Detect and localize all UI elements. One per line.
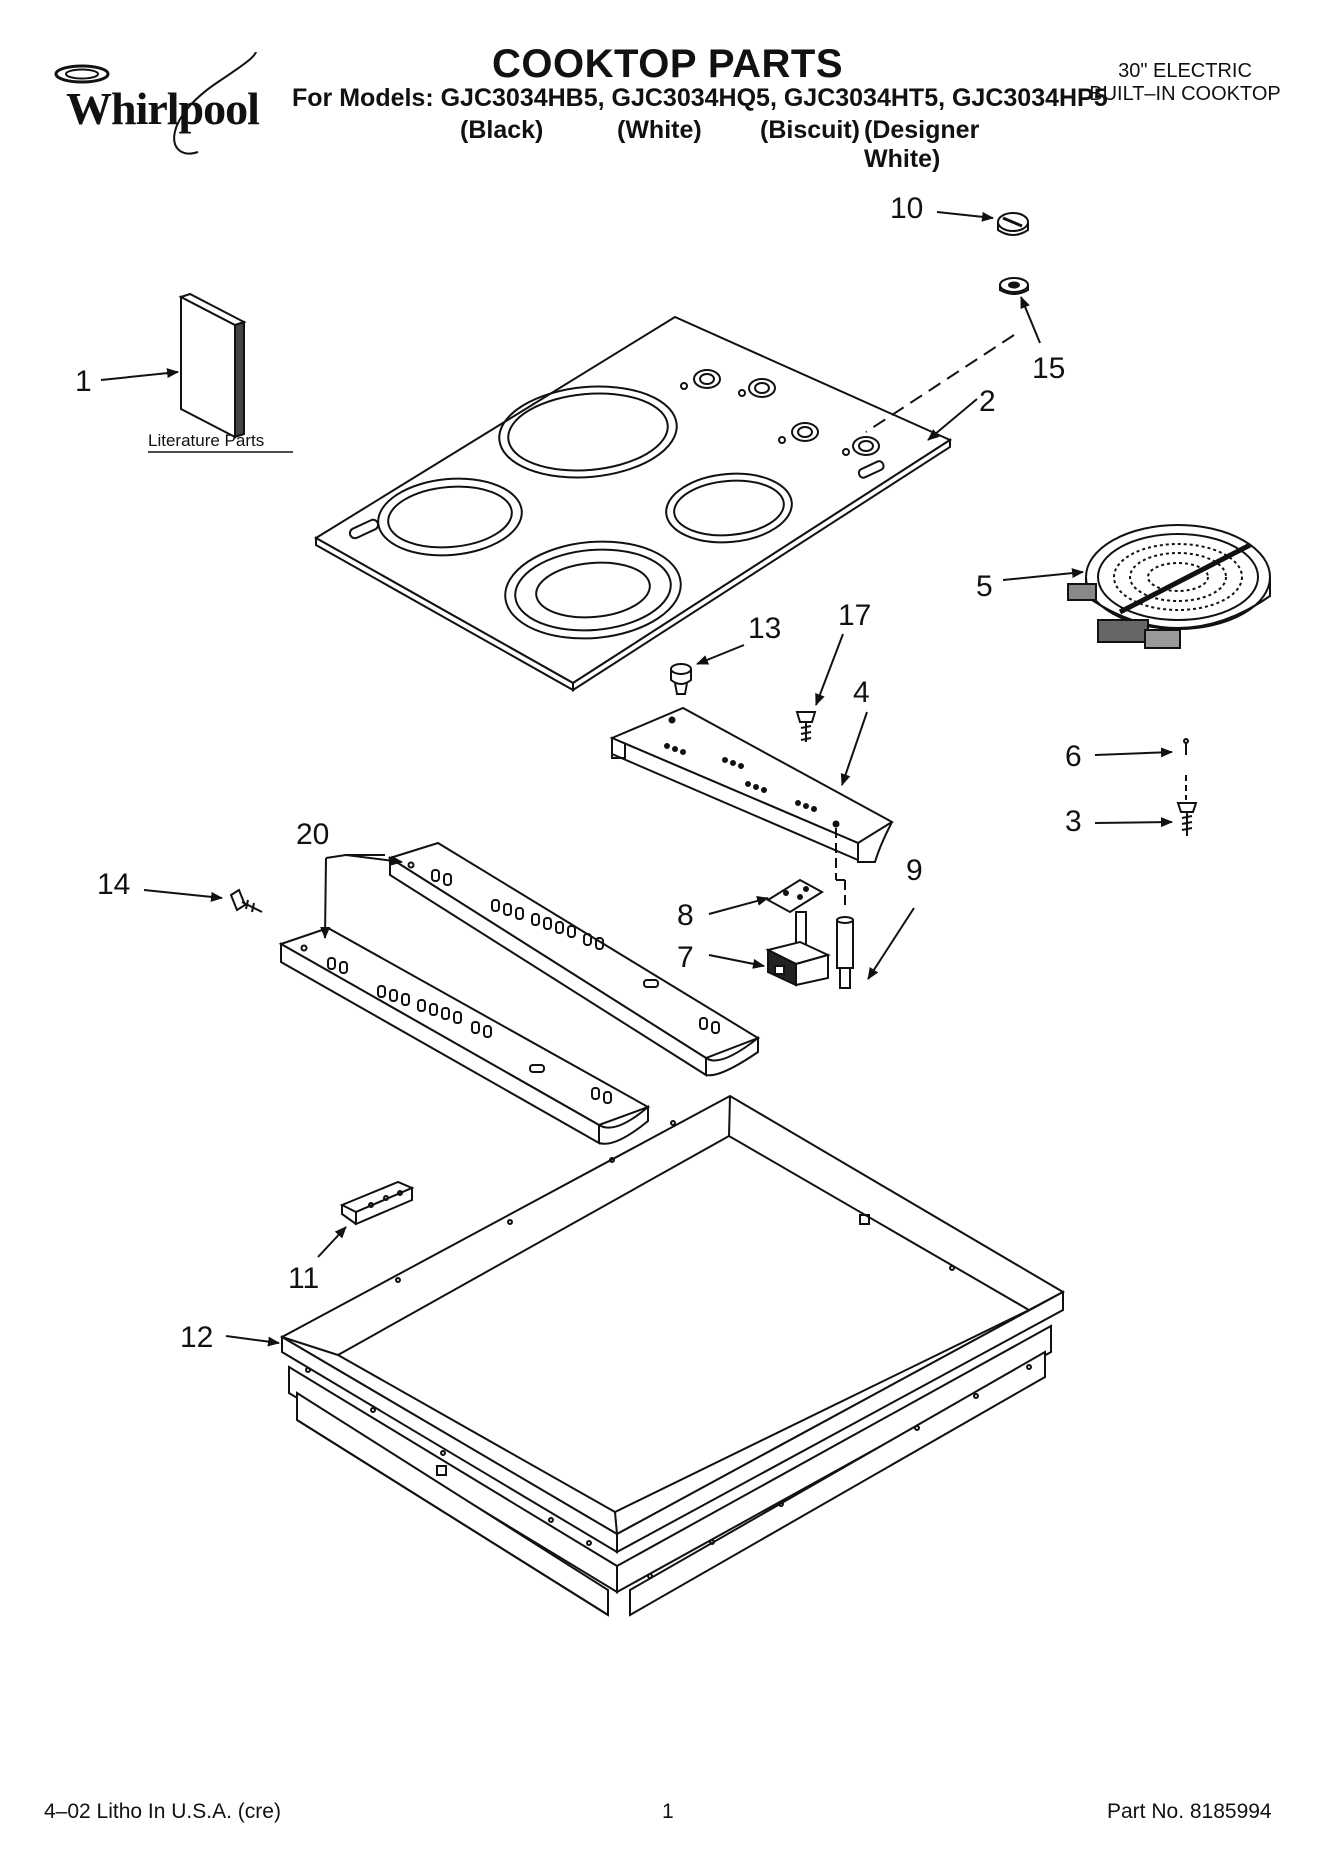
- callout-14: 14: [97, 868, 130, 901]
- cooktop-base-tray: [279, 1094, 1066, 1617]
- color-black: (Black): [460, 116, 544, 144]
- brand-logo: Whirlpool: [48, 46, 280, 162]
- callout-2: 2: [979, 385, 996, 418]
- callout-numbers: 1 2 3 4 5 6 7 8 9 10 11 12 13 14 15 17 2…: [75, 192, 1082, 1354]
- callout-9: 9: [906, 854, 923, 887]
- cooktop-glass-top: [314, 315, 953, 692]
- callout-13: 13: [748, 612, 781, 645]
- control-bracket: [609, 706, 894, 863]
- appliance-type: 30" ELECTRIC BUILT–IN COOKTOP: [1070, 60, 1300, 106]
- footer-page-number: 1: [662, 1800, 674, 1823]
- switch-mounting-plate: [766, 878, 824, 914]
- mounting-clip: [339, 1180, 415, 1226]
- appliance-type-line2: BUILT–IN COOKTOP: [1089, 83, 1281, 105]
- screw-3: [1176, 802, 1198, 836]
- callout-12: 12: [180, 1321, 213, 1354]
- callout-17: 17: [838, 599, 871, 632]
- callout-8: 8: [677, 899, 694, 932]
- callout-5: 5: [976, 570, 993, 603]
- front-channel-lower: [278, 926, 651, 1145]
- callout-7: 7: [677, 941, 694, 974]
- control-knob: [997, 212, 1029, 236]
- callout-10: 10: [890, 192, 923, 225]
- callout-20: 20: [296, 818, 329, 851]
- footer-part-number: Part No. 8185994: [1107, 1800, 1272, 1823]
- spacer-6: [1183, 738, 1189, 755]
- brand-name: Whirlpool: [66, 83, 260, 134]
- model-list: For Models: GJC3034HB5, GJC3034HQ5, GJC3…: [292, 84, 1108, 112]
- whirlpool-swirl-icon: [54, 46, 258, 155]
- color-designer-white: (Designer White): [864, 116, 980, 173]
- mounting-screw-17: [795, 711, 817, 742]
- callout-3: 3: [1065, 805, 1082, 838]
- appliance-type-line1: 30" ELECTRIC: [1118, 60, 1252, 82]
- color-white: (White): [617, 116, 702, 144]
- footer-litho: 4–02 Litho In U.S.A. (cre): [44, 1800, 281, 1823]
- callout-11: 11: [288, 1262, 319, 1295]
- front-channel-upper: [387, 841, 761, 1077]
- callout-15: 15: [1032, 352, 1065, 385]
- color-list: (Black) (White) (Biscuit) (Designer Whit…: [460, 116, 1060, 173]
- switch-shaft: [836, 916, 854, 989]
- knob-alignment-line: [865, 334, 1015, 433]
- callout-4: 4: [853, 676, 870, 709]
- knob-washer: [999, 277, 1029, 295]
- callout-6: 6: [1065, 740, 1082, 773]
- callout-1: 1: [75, 365, 92, 398]
- literature-parts-label: Literature Parts: [148, 431, 264, 450]
- infinite-switch: [765, 911, 831, 987]
- channel-screw-14: [229, 888, 263, 913]
- literature-booklet: [148, 292, 293, 453]
- color-biscuit: (Biscuit): [760, 116, 860, 144]
- radiant-surface-element: [1067, 524, 1271, 649]
- page-title: COOKTOP PARTS: [492, 42, 843, 86]
- grommet: [670, 663, 692, 695]
- callout-leaders: [100, 211, 1173, 1347]
